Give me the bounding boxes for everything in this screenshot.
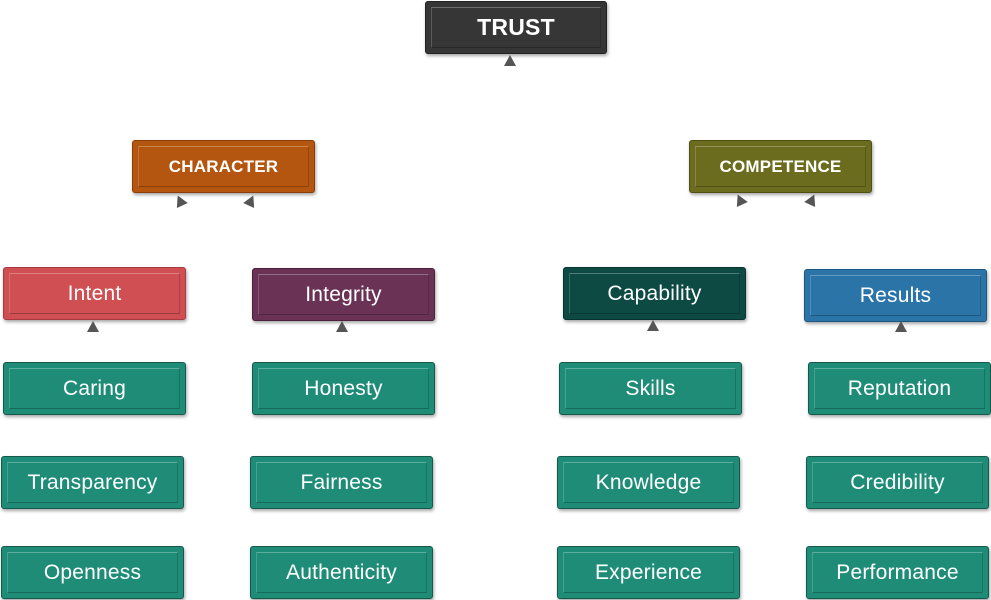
openness-label: Openness	[43, 560, 142, 584]
skills-label: Skills	[625, 376, 676, 400]
competence-node: COMPETENCE	[689, 140, 872, 193]
authenticity-node: Authenticity	[250, 546, 433, 599]
trust-label: TRUST	[477, 14, 555, 40]
connector-arrow-icon	[87, 321, 99, 332]
experience-label: Experience	[594, 560, 703, 584]
fairness-label: Fairness	[300, 470, 383, 494]
connector-arrow-icon	[647, 320, 659, 331]
credibility-node: Credibility	[806, 456, 989, 509]
connector-arrow-icon	[243, 192, 259, 209]
transparency-node: Transparency	[1, 456, 184, 509]
integrity-label: Integrity	[305, 282, 382, 306]
intent-label: Intent	[67, 281, 122, 305]
connector-arrow-icon	[504, 55, 516, 66]
honesty-label: Honesty	[304, 376, 383, 400]
performance-label: Performance	[836, 560, 959, 584]
intent-node: Intent	[3, 267, 186, 320]
reputation-node: Reputation	[808, 362, 991, 415]
capability-node: Capability	[563, 267, 746, 320]
performance-node: Performance	[806, 546, 989, 599]
connector-arrow-icon	[336, 321, 348, 332]
results-node: Results	[804, 269, 987, 322]
fairness-node: Fairness	[250, 456, 433, 509]
connector-arrow-icon	[732, 191, 748, 208]
credibility-label: Credibility	[850, 470, 945, 494]
character-label: CHARACTER	[168, 156, 279, 176]
knowledge-node: Knowledge	[557, 456, 740, 509]
character-node: CHARACTER	[132, 140, 315, 193]
reputation-label: Reputation	[847, 376, 952, 400]
authenticity-label: Authenticity	[286, 560, 397, 584]
openness-node: Openness	[1, 546, 184, 599]
trust-node: TRUST	[425, 1, 607, 54]
knowledge-label: Knowledge	[595, 470, 702, 494]
capability-label: Capability	[607, 281, 702, 305]
integrity-node: Integrity	[252, 268, 435, 321]
skills-node: Skills	[559, 362, 742, 415]
connector-arrow-icon	[804, 191, 820, 208]
transparency-label: Transparency	[27, 470, 158, 494]
honesty-node: Honesty	[252, 362, 435, 415]
competence-label: COMPETENCE	[719, 156, 842, 176]
connector-arrow-icon	[895, 321, 907, 332]
experience-node: Experience	[557, 546, 740, 599]
connector-arrow-icon	[172, 192, 188, 209]
caring-label: Caring	[62, 376, 127, 400]
caring-node: Caring	[3, 362, 186, 415]
results-label: Results	[859, 283, 932, 307]
